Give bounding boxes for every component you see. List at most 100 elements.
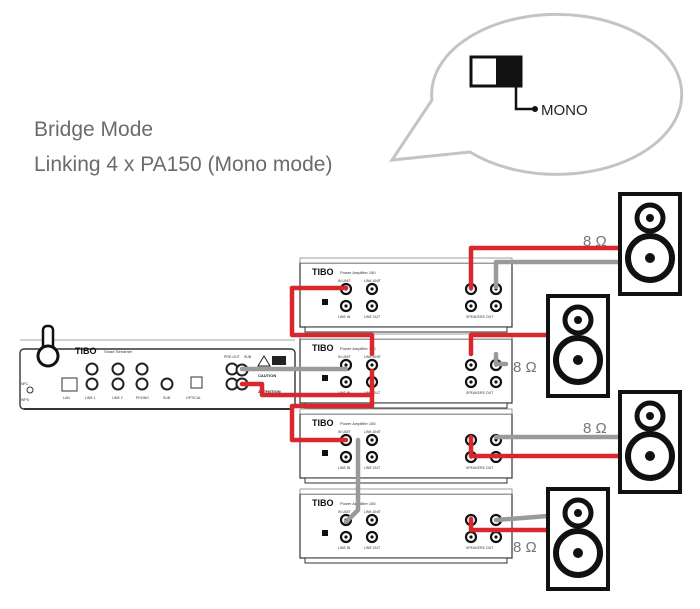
amp-in-label: IN UNIT xyxy=(338,430,352,434)
jack-center xyxy=(469,535,473,539)
amp-line-out-label: LINE OUT xyxy=(364,315,381,319)
sub-jack xyxy=(160,377,174,391)
amp-line-in-label: LINE IN xyxy=(338,315,351,319)
jack-center xyxy=(344,535,348,539)
mono-label: MONO xyxy=(541,102,588,119)
mono-switch-dot xyxy=(532,106,538,112)
mono-switch-leader xyxy=(514,86,533,111)
amp-brand: TIBO xyxy=(312,267,334,277)
amp-line-out-label: LINE OUT xyxy=(364,466,381,470)
line2-right-jack xyxy=(111,377,125,391)
amp-top-rail xyxy=(299,408,513,415)
jack-center xyxy=(494,535,498,539)
amp-line-in-label: LINE IN xyxy=(338,466,351,470)
mono-switch-callout: MONO xyxy=(388,12,684,176)
amp1-red-speaker-cable xyxy=(468,245,628,291)
jack-center xyxy=(344,363,348,367)
speaker-impedance: 8 Ω xyxy=(583,233,607,250)
jack-center xyxy=(370,304,374,308)
amp-speakers-label: SPEAKERS OUT xyxy=(466,466,494,470)
woofer-cap xyxy=(645,451,655,461)
amp-body xyxy=(299,413,513,479)
amp-speakers-label: SPEAKERS OUT xyxy=(466,315,494,319)
amp-model: Power Amplifier 150 xyxy=(340,346,376,351)
jack-center xyxy=(469,304,473,308)
amp-out-label: LINK UNIT xyxy=(364,510,382,514)
jack-center xyxy=(370,363,374,367)
amp-model: Power Amplifier 150 xyxy=(340,421,376,426)
mode-switch xyxy=(322,299,328,305)
amp-top-rail xyxy=(299,257,513,264)
speaker-4: 8 Ω xyxy=(513,487,610,591)
amp3-red-speaker-cable xyxy=(468,434,628,459)
optical-port xyxy=(190,376,203,389)
wps-button xyxy=(26,386,34,394)
amp-in-label: IN UNIT xyxy=(338,279,352,283)
phono-left-jack xyxy=(135,362,149,376)
streamer-sub2-label: SUB xyxy=(244,355,252,359)
jack-center xyxy=(494,304,498,308)
tweeter-dome xyxy=(646,412,654,420)
streamer-line1-label: LINE 1 xyxy=(85,396,96,400)
line2-left-jack xyxy=(111,362,125,376)
streamer-model: Smart Streamer xyxy=(104,349,133,354)
jack-center xyxy=(370,438,374,442)
amp-foot xyxy=(304,557,508,564)
warning-icon xyxy=(257,355,271,367)
tweeter-dome xyxy=(646,214,654,222)
streamer-sub-label: SUB xyxy=(163,396,171,400)
amp-brand: TIBO xyxy=(312,418,334,428)
jack-center xyxy=(344,455,348,459)
right-signal-cable xyxy=(239,368,375,398)
amp-brand: TIBO xyxy=(312,498,334,508)
amp-speakers-label: SPEAKERS OUT xyxy=(466,546,494,550)
jack-center xyxy=(370,455,374,459)
amp4-grey-speaker-cable xyxy=(493,513,551,523)
amp-top-rail xyxy=(299,488,513,495)
streamer-wps-label: WPS xyxy=(21,398,30,402)
jack-center xyxy=(370,535,374,539)
streamer-body xyxy=(19,348,296,410)
jack-center xyxy=(469,363,473,367)
mode-switch xyxy=(322,530,328,536)
amp4-red-speaker-cable xyxy=(468,516,551,533)
woofer-cap xyxy=(645,253,655,263)
amp2-grey-speaker-cable xyxy=(493,351,509,367)
streamer-line2-label: LINE 2 xyxy=(112,396,123,400)
amp-speakers-label: SPEAKERS OUT xyxy=(466,391,494,395)
mono-switch-knob xyxy=(496,57,521,86)
woofer-cap xyxy=(573,548,583,558)
amp1-grey-speaker-cable xyxy=(493,259,628,290)
mode-switch xyxy=(322,450,328,456)
speaker-group: 8 Ω8 Ω8 Ω8 Ω xyxy=(513,192,682,591)
tweeter-dome xyxy=(574,509,582,517)
cables xyxy=(239,245,628,533)
speaker-3: 8 Ω xyxy=(583,390,682,494)
amp-brand: TIBO xyxy=(312,343,334,353)
link-cable-amp1 xyxy=(289,285,375,357)
mode-switch xyxy=(322,375,328,381)
lan-port xyxy=(61,377,78,392)
link-cable-amp4 xyxy=(343,437,361,525)
attention-label: ATTENTION xyxy=(258,389,281,394)
caution-label: CAUTION xyxy=(258,373,276,378)
amp-in-label: IN UNIT xyxy=(338,355,352,359)
callout-bubble xyxy=(388,12,684,176)
streamer-optical-label: OPTICAL xyxy=(186,396,201,400)
amp-foot xyxy=(304,326,508,333)
amp-foot xyxy=(304,477,508,484)
link-cable-amp3 xyxy=(289,392,375,443)
phono-right-jack xyxy=(135,377,149,391)
jack-center xyxy=(344,304,348,308)
streamer-nfc-label: NFC xyxy=(21,382,29,386)
caption-title: Bridge Mode xyxy=(34,118,154,141)
speaker-impedance: 8 Ω xyxy=(513,359,537,376)
jack-center xyxy=(469,380,473,384)
woofer-cap xyxy=(573,355,583,365)
jack-center xyxy=(494,380,498,384)
antenna-base xyxy=(36,344,60,368)
